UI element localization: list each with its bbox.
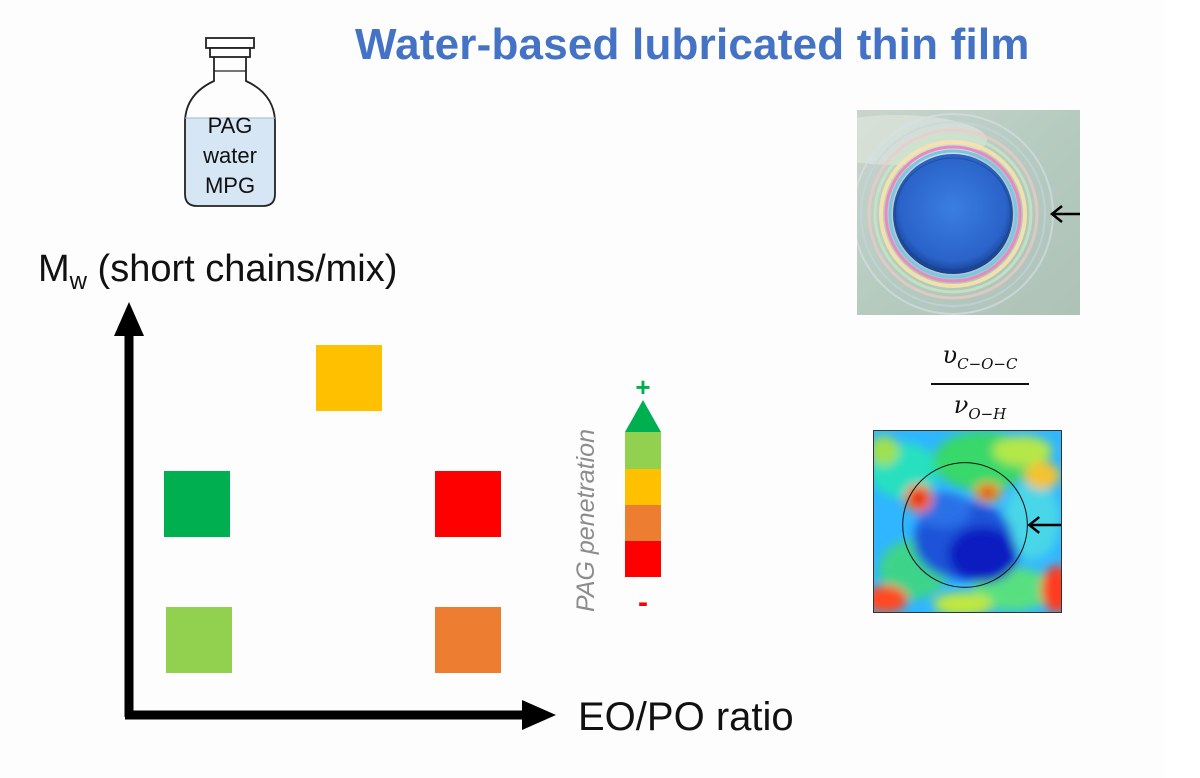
- ratio-denominator-sub: O−H: [968, 404, 1007, 423]
- scale-segment-red: [625, 541, 661, 577]
- ratio-numerator: υC−O−C: [925, 340, 1035, 379]
- marker-low-eo-mid-mw: [164, 471, 230, 537]
- arrow-icon: [1027, 516, 1061, 534]
- y-axis-label-main: M: [38, 248, 70, 290]
- bottle-liquid: [185, 118, 275, 206]
- scale-segment-orange: [625, 505, 661, 541]
- raman-ratio-label: υC−O−C νO−H: [925, 340, 1035, 429]
- ratio-numerator-sub: C−O−C: [957, 354, 1018, 373]
- bottle-line-mpg: MPG: [204, 173, 256, 198]
- raman-ratio-map: [873, 430, 1062, 613]
- scale-segment-light-green: [625, 432, 661, 469]
- y-axis-label: Mw (short chains/mix): [38, 248, 397, 296]
- ratio-denominator-symbol: ν: [953, 390, 969, 419]
- scale-plus-sign: +: [635, 372, 650, 402]
- marker-low-eo-low-mw: [166, 607, 232, 673]
- ratio-numerator-symbol: υ: [942, 341, 958, 369]
- penetration-scale: + -: [625, 372, 661, 617]
- marker-mid-eo-high-mw: [316, 345, 382, 411]
- arrow-icon: [1049, 205, 1080, 223]
- ratio-fraction-bar: [931, 382, 1029, 385]
- slide: Water-based lubricated thin film PAG wat…: [38, 20, 1080, 739]
- scale-label: PAG penetration: [572, 429, 600, 612]
- bottle-line-pag: PAG: [207, 113, 253, 138]
- scale-top-triangle: [625, 400, 661, 432]
- marker-high-eo-mid-mw: [435, 471, 501, 537]
- ratio-denominator: νO−H: [925, 390, 1035, 429]
- y-axis-label-rest: (short chains/mix): [87, 248, 398, 290]
- x-axis-label: EO/PO ratio: [578, 695, 794, 739]
- axes: [114, 302, 556, 730]
- bottle-line-water: water: [203, 143, 257, 168]
- slide-title: Water-based lubricated thin film: [355, 20, 1030, 69]
- x-axis-arrowhead: [522, 700, 556, 730]
- scale-minus-sign: -: [638, 586, 648, 617]
- contact-interferometry-image: [857, 110, 1080, 315]
- y-axis-label-sub: w: [69, 268, 87, 295]
- y-axis-arrowhead: [114, 302, 144, 336]
- marker-high-eo-low-mw: [435, 607, 501, 673]
- bottle-icon: [184, 37, 276, 207]
- scale-segment-yellow: [625, 469, 661, 505]
